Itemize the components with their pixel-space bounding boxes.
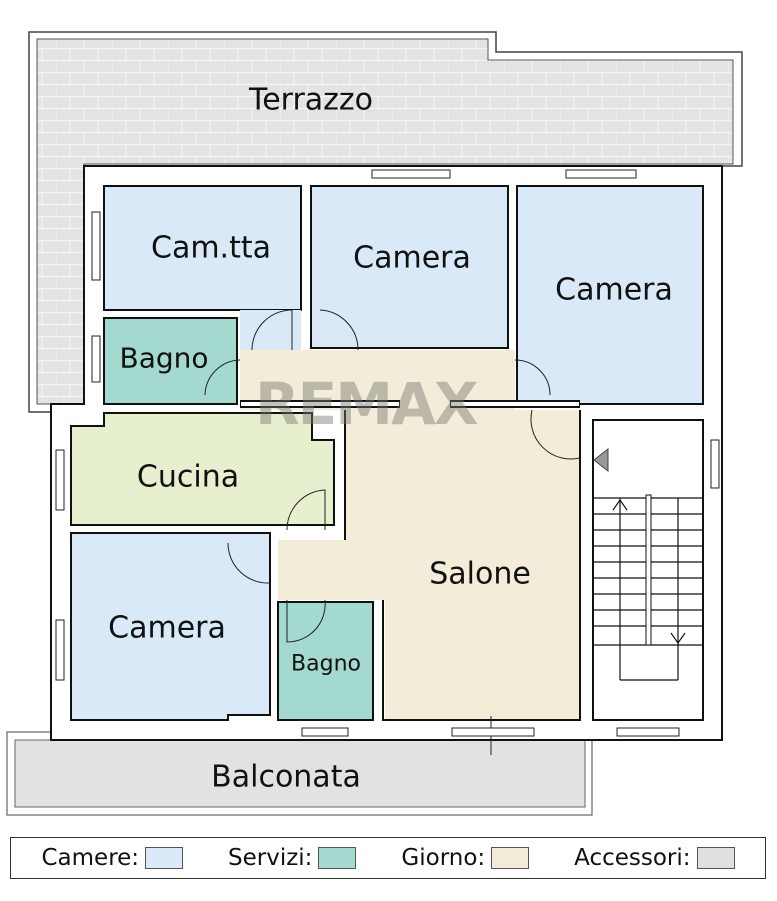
room-cucina bbox=[70, 412, 335, 526]
hallway bbox=[240, 350, 580, 720]
label-bagno-2: Bagno bbox=[291, 651, 361, 677]
legend-item-servizi: Servizi: bbox=[228, 845, 357, 871]
entrance-arrow-icon bbox=[593, 447, 609, 473]
label-terrazzo: Terrazzo bbox=[248, 82, 374, 118]
label-camera-2: Camera bbox=[555, 272, 673, 308]
label-cucina: Cucina bbox=[136, 459, 240, 495]
label-bagno-1: Bagno bbox=[119, 341, 209, 375]
legend: Camere: Servizi: Giorno: Accessori: bbox=[10, 837, 766, 879]
legend-swatch-accessori bbox=[696, 847, 735, 869]
label-camerette: Cam.tta bbox=[151, 230, 271, 266]
legend-label: Giorno: bbox=[401, 845, 486, 871]
legend-swatch-giorno bbox=[491, 847, 530, 869]
windows bbox=[55, 169, 720, 737]
label-camera-1: Camera bbox=[353, 240, 471, 276]
legend-swatch-camere bbox=[145, 847, 184, 869]
legend-item-giorno: Giorno: bbox=[401, 845, 530, 871]
room-bagno-2 bbox=[277, 601, 374, 721]
label-balconata: Balconata bbox=[211, 759, 361, 795]
room-salone-walls bbox=[344, 410, 581, 721]
room-camera-1 bbox=[310, 185, 509, 349]
stairwell bbox=[592, 419, 704, 721]
door-swings bbox=[204, 309, 581, 755]
legend-label: Servizi: bbox=[228, 845, 313, 871]
room-camera-2 bbox=[516, 185, 704, 405]
label-camera-3: Camera bbox=[108, 610, 226, 646]
room-camerette bbox=[103, 185, 302, 311]
room-camerette-ext bbox=[240, 310, 301, 350]
legend-item-accessori: Accessori: bbox=[574, 845, 735, 871]
room-camera-3 bbox=[70, 532, 271, 721]
balconata-area bbox=[6, 731, 593, 816]
legend-label: Accessori: bbox=[574, 845, 691, 871]
legend-label: Camere: bbox=[41, 845, 140, 871]
room-bagno-1 bbox=[103, 317, 238, 405]
remax-watermark: REMAX bbox=[255, 370, 479, 438]
legend-swatch-servizi bbox=[318, 847, 357, 869]
label-salone: Salone bbox=[429, 556, 531, 592]
legend-item-camere: Camere: bbox=[41, 845, 184, 871]
